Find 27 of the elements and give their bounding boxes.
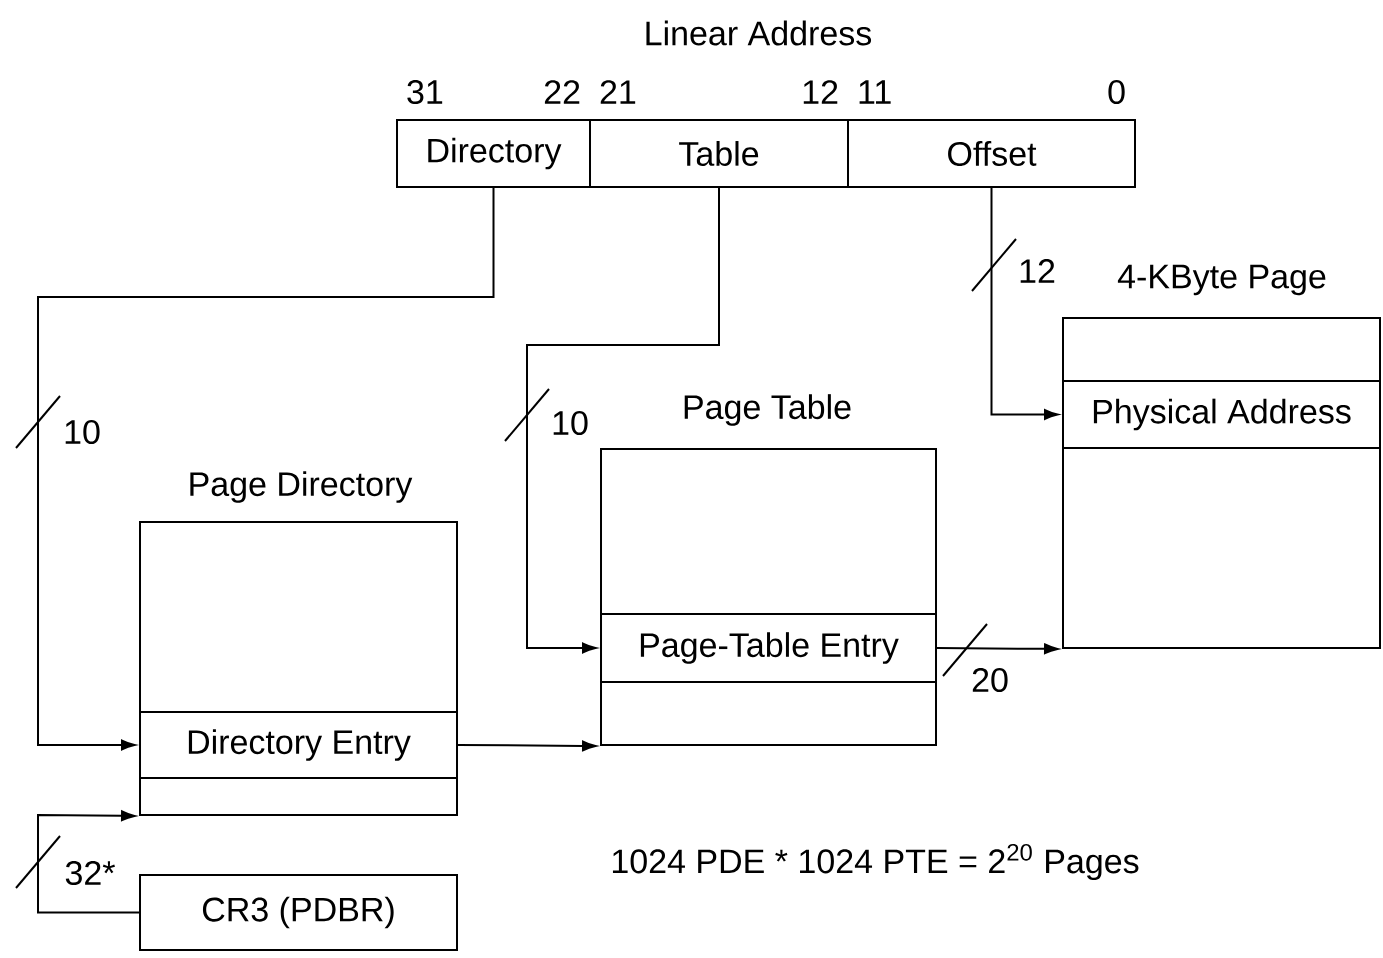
- bit-number: 11: [859, 80, 891, 104]
- edge-label: 10: [553, 410, 588, 436]
- edge-label: 10: [65, 419, 100, 445]
- address-field: Directory: [396, 119, 591, 188]
- bit-number: 21: [600, 80, 636, 104]
- entry-row: Directory Entry: [139, 711, 458, 779]
- bit-number: 22: [544, 80, 580, 104]
- arrow: [37, 187, 495, 751]
- bit-number: 0: [1108, 79, 1125, 105]
- address-field: Offset: [847, 119, 1136, 188]
- node-label: Linear Address: [646, 20, 872, 46]
- arrow: [526, 187, 720, 654]
- arrow: [936, 643, 1059, 655]
- node-label: Page Directory: [190, 471, 413, 503]
- node-label: Page Table: [684, 394, 851, 426]
- edge-label: 32*: [65, 860, 115, 886]
- formula-note: 1024 PDE * 1024 PTE = 2$^{20}$ Pages: [612, 843, 1139, 881]
- bit-number: 31: [407, 79, 443, 105]
- node-label: 4-KByte Page: [1117, 264, 1326, 296]
- address-field: Table: [589, 119, 849, 188]
- edge-label: 20: [972, 667, 1008, 693]
- bit-number: 12: [803, 80, 838, 104]
- arrow: [457, 740, 597, 752]
- entry-row: Page-Table Entry: [600, 613, 937, 683]
- arrow: [37, 810, 140, 914]
- register-box: CR3 (PDBR): [139, 874, 458, 951]
- entry-row: Physical Address: [1062, 380, 1381, 449]
